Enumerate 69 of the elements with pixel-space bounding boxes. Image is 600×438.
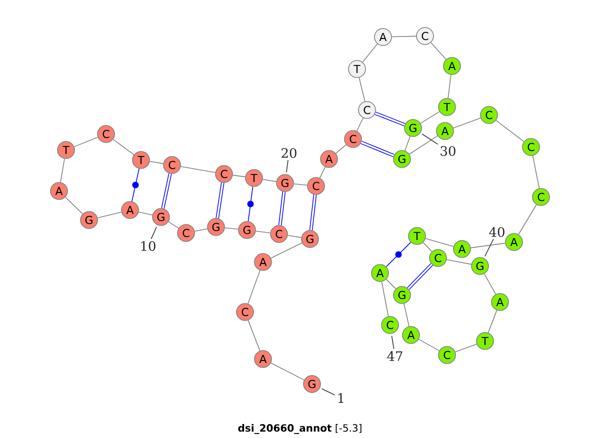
base-pair-line xyxy=(278,192,286,226)
backbone-line xyxy=(194,228,208,232)
backbone-line xyxy=(248,270,260,304)
backbone-line xyxy=(496,120,524,142)
backbone-line xyxy=(168,221,179,229)
base-pair-line xyxy=(247,186,254,222)
backbone-line xyxy=(356,118,364,132)
backbone-line xyxy=(422,242,432,252)
backbone-line xyxy=(404,136,410,151)
backbone-line xyxy=(454,344,478,352)
backbone-line xyxy=(362,44,378,62)
backbone-line xyxy=(232,174,246,178)
base-pair-line xyxy=(216,182,224,218)
base-pair-line xyxy=(132,168,140,202)
backbone-line xyxy=(446,259,472,265)
backbone-line xyxy=(470,242,506,248)
backbone-line xyxy=(293,183,308,186)
backbone-line xyxy=(255,230,271,234)
backbone-line xyxy=(248,320,260,352)
backbone-line xyxy=(409,135,438,155)
backbone-line xyxy=(97,212,122,218)
backbone-line xyxy=(270,242,302,258)
leader-line xyxy=(321,388,336,396)
position-number: 1 xyxy=(338,393,344,403)
backbone-line xyxy=(180,166,216,173)
base-pair-line xyxy=(309,194,317,230)
backbone-line xyxy=(335,144,347,154)
backbone-line xyxy=(430,42,446,60)
leader-line xyxy=(286,160,288,173)
backbone-line xyxy=(484,273,496,295)
leader-line xyxy=(422,134,438,145)
backbone-line xyxy=(65,196,83,214)
leader-line xyxy=(391,335,394,350)
base-pair-line xyxy=(386,242,412,268)
backbone-line xyxy=(287,235,302,238)
backbone-line xyxy=(448,74,452,99)
backbone-line xyxy=(452,118,482,128)
backbone-line xyxy=(404,303,410,327)
backbone-line xyxy=(425,238,454,247)
backbone-line xyxy=(270,362,304,380)
backbone-line xyxy=(60,158,65,183)
backbone-line xyxy=(392,36,416,38)
backbone-line xyxy=(262,179,277,182)
position-number: 40 xyxy=(489,227,504,237)
backbone-line xyxy=(74,136,98,148)
position-number: 20 xyxy=(282,148,296,158)
position-number: 10 xyxy=(141,241,156,251)
position-number: 47 xyxy=(387,351,402,361)
leader-line xyxy=(150,226,157,240)
backbone-line xyxy=(532,155,540,189)
base-pair-line xyxy=(161,173,172,209)
backbone-line xyxy=(488,310,498,334)
backbone-line xyxy=(418,338,440,352)
backbone-line xyxy=(224,227,239,230)
backbone-line xyxy=(149,161,164,164)
backbone-line xyxy=(358,77,366,102)
backbone-line xyxy=(112,138,134,156)
base-pair-line xyxy=(374,112,406,126)
backbone-line xyxy=(420,111,440,124)
base-pair-line xyxy=(360,140,394,158)
backbone-line xyxy=(518,204,537,235)
base-pair-line xyxy=(407,263,433,290)
backbone-line xyxy=(319,166,326,178)
position-number: 30 xyxy=(440,146,456,156)
backbone-line xyxy=(138,212,153,216)
leader-line xyxy=(484,238,494,257)
backbone-line xyxy=(381,281,389,317)
backbone-line xyxy=(386,278,396,290)
title: dsi_20660_annot [-5.3] xyxy=(238,424,362,434)
